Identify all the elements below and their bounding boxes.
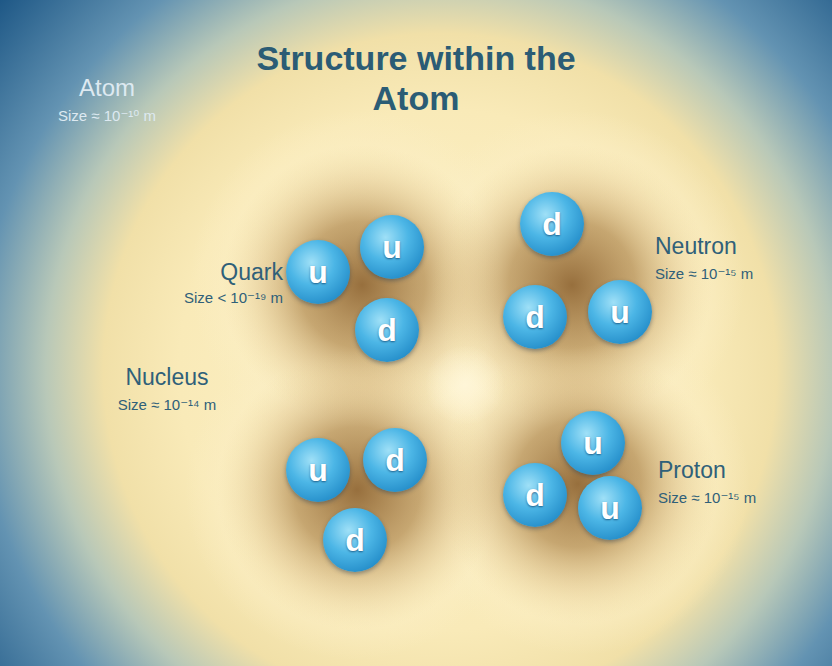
- nucleus-lobes: [185, 110, 750, 660]
- diagram-title: Structure within the Atom: [246, 38, 586, 118]
- node-label-block: NeutronSize ≈ 10⁻¹⁵ m: [655, 233, 800, 283]
- quark-circle: u: [578, 476, 642, 540]
- neutron-blob: NeutronSize ≈ 10⁻¹⁵ m d d u: [460, 170, 805, 390]
- quark-circle: u: [561, 411, 625, 475]
- quark-letter: d: [542, 206, 562, 242]
- node-label-block: ProtonSize ≈ 10⁻¹⁵ m: [658, 457, 803, 507]
- nucleus-core-glow: [425, 345, 505, 425]
- node-heading: Atom: [22, 74, 192, 102]
- size-note: Size < 10⁻¹⁹ m: [130, 288, 283, 307]
- quark-letter: u: [308, 452, 328, 488]
- quark-circle: d: [323, 508, 387, 572]
- quark-letter: d: [525, 299, 545, 335]
- proton-blob: u u d: [250, 170, 485, 390]
- quark-circle: d: [363, 428, 427, 492]
- quark-circle: u: [360, 215, 424, 279]
- quark-circle: u: [588, 280, 652, 344]
- node-label-block: NucleusSize ≈ 10⁻¹⁴ m: [92, 364, 242, 414]
- quark-callout: QuarkSize < 10⁻¹⁹ m: [130, 259, 283, 307]
- quark-letter: d: [385, 442, 405, 478]
- part-name: Quark: [130, 259, 283, 286]
- quark-circle: u: [286, 240, 350, 304]
- quark-circle: d: [503, 463, 567, 527]
- nucleus-region: NucleusSize ≈ 10⁻¹⁴ muudNeutronSize ≈ 10…: [90, 150, 810, 610]
- quark-circle: d: [355, 298, 419, 362]
- size-note: Size ≈ 10⁻¹⁵ m: [655, 264, 800, 283]
- node-heading: Nucleus: [92, 364, 242, 391]
- quark-letter: d: [377, 312, 397, 348]
- quark-circle: d: [520, 192, 584, 256]
- quark-letter: u: [610, 294, 630, 330]
- nucleon-shadows: [217, 145, 718, 630]
- quark-letter: u: [600, 490, 620, 526]
- neutron-blob: udd: [250, 380, 485, 600]
- node-label-block: AtomSize ≈ 10⁻¹⁰ m: [22, 74, 192, 125]
- node-heading: Proton: [658, 457, 803, 484]
- quark-letter: u: [583, 425, 603, 461]
- size-note: Size ≈ 10⁻¹⁰ m: [22, 106, 192, 125]
- quark-letter: u: [308, 254, 328, 290]
- quark-letter: d: [345, 522, 365, 558]
- proton-blob: ProtonSize ≈ 10⁻¹⁵ m u d u: [460, 380, 807, 600]
- quark-circle: u: [286, 438, 350, 502]
- quark-letter: u: [382, 229, 402, 265]
- quark-circle: d: [503, 285, 567, 349]
- size-note: Size ≈ 10⁻¹⁴ m: [92, 395, 242, 414]
- size-note: Size ≈ 10⁻¹⁵ m: [658, 488, 803, 507]
- quark-letter: d: [525, 477, 545, 513]
- node-heading: Neutron: [655, 233, 800, 260]
